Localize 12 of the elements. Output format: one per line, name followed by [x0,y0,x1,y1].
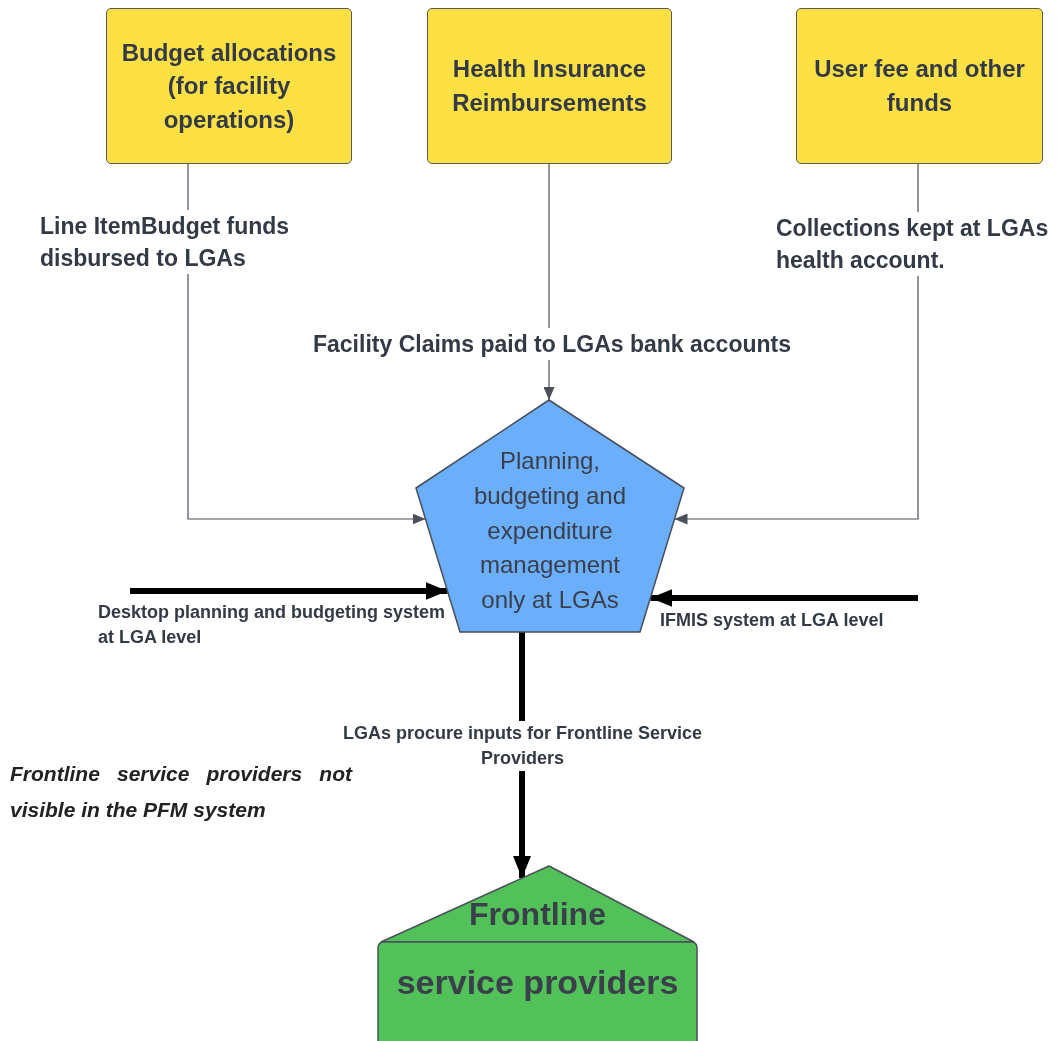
source-box [796,8,1043,164]
node-text: Health Insurance Reimbursements [451,54,648,118]
node-text: Budget allocations (for facility operations) [121,37,337,135]
provider-house-shape [378,866,697,1041]
source-box [427,8,672,164]
arrow [130,582,448,600]
node-text: Planning, budgeting and expenditure management only at LGAs [472,446,628,616]
node-text: User fee and other funds [813,54,1026,118]
source-box [106,8,352,164]
node-text: Frontline [468,896,607,933]
arrow [650,589,918,607]
node-text: service providers [395,963,680,1002]
